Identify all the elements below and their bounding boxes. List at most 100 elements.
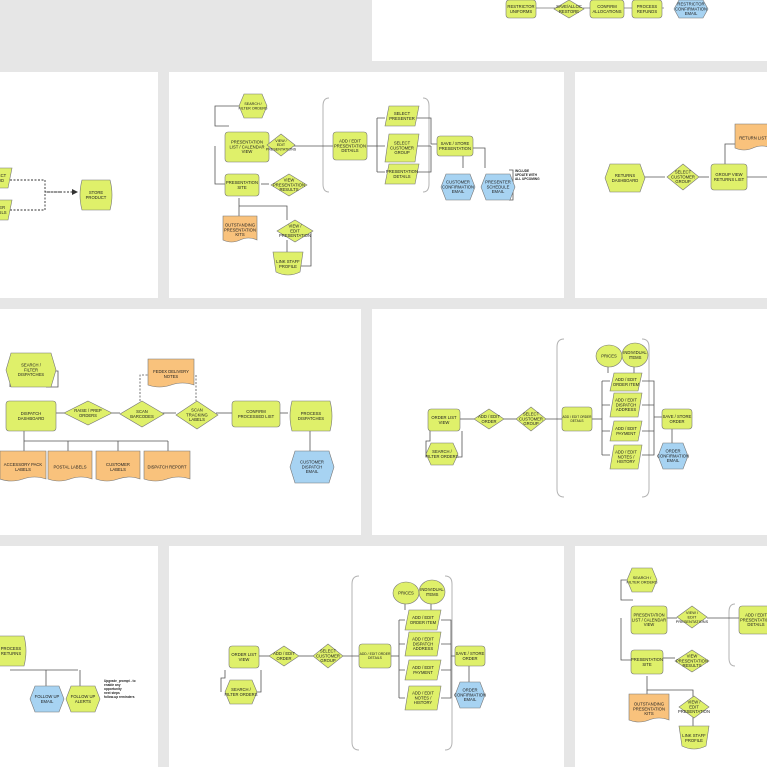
node-shape: [289, 400, 333, 432]
node-shape: [621, 342, 649, 368]
node-shape: [228, 645, 260, 669]
node-shape: [404, 659, 442, 681]
node-shape: [175, 400, 219, 430]
node-shape: [589, 0, 625, 19]
node-shape: [224, 131, 270, 163]
node-shape: [384, 105, 420, 127]
node-shape: [312, 643, 344, 669]
node-shape: [710, 163, 748, 191]
node-label: ENTERDETAILS: [0, 205, 7, 215]
node-shape: [0, 450, 47, 482]
diagram-canvas: SELECTPRODENTERDETAILSSTOREPRODUCT: [0, 167, 113, 221]
node-label: DISPATCH REPORT: [147, 464, 187, 469]
node-shape: [553, 0, 585, 19]
node-shape: [626, 567, 658, 593]
node-shape: [0, 199, 13, 221]
node-shape: [358, 643, 392, 669]
flow-node-para: ENTERDETAILS: [0, 199, 13, 221]
node-shape: [404, 631, 442, 657]
node-shape: [673, 0, 709, 19]
node-shape: [631, 0, 663, 19]
node-shape: [272, 251, 304, 276]
node-shape: [561, 406, 593, 432]
node-shape: [609, 420, 643, 442]
flow-node-hex: SEARCH /FILTER ORDERS: [426, 442, 459, 466]
node-label: SEARCH /FILTER ORDERS: [225, 687, 258, 697]
node-shape: [436, 135, 474, 157]
node-shape: [289, 450, 335, 484]
node-shape: [266, 133, 296, 157]
node-label: POSTAL LABELS: [53, 464, 86, 469]
card-mid-left: SELECTPRODENTERDETAILSSTOREPRODUCT: [0, 72, 158, 298]
node-shape: [628, 693, 670, 723]
node-shape: [661, 408, 693, 430]
node-shape: [222, 215, 258, 243]
node-shape: [268, 645, 300, 667]
node-shape: [95, 450, 141, 482]
node-shape: [604, 163, 646, 193]
node-shape: [657, 442, 689, 470]
node-shape: [384, 133, 420, 163]
node-shape: [609, 372, 643, 392]
node-label: SEARCH /FILTER ORDERS: [239, 102, 269, 110]
node-shape: [29, 685, 65, 713]
node-shape: [143, 450, 191, 482]
